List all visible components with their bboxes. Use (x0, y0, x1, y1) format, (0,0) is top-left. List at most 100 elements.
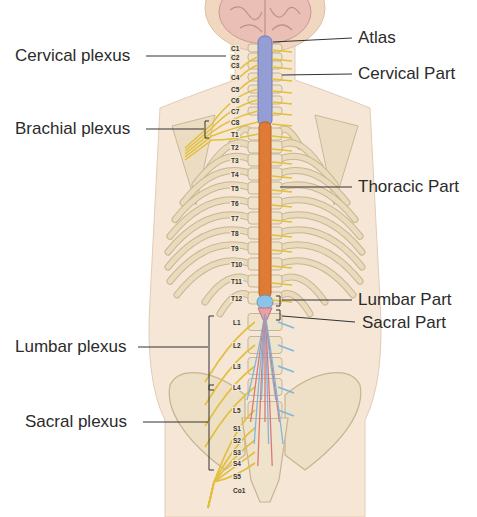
spinal-nerve (272, 91, 292, 93)
spinal-cord (257, 36, 273, 324)
segment-label: T8 (230, 230, 240, 237)
segment-label: T2 (230, 144, 240, 151)
segment-label: C3 (230, 62, 240, 69)
plexus-label: Lumbar plexus (15, 337, 127, 357)
segment-label: T11 (230, 278, 243, 285)
bracket (205, 121, 209, 138)
spinal-nerve (272, 136, 292, 138)
spinal-nerve (272, 205, 292, 207)
segment-label: S4 (232, 460, 242, 467)
part-label: Thoracic Part (358, 177, 459, 197)
spinal-nerve (272, 266, 292, 268)
spinal-nerve (272, 176, 292, 178)
spinal-nerve (272, 235, 292, 237)
cauda-equina-root (265, 314, 283, 444)
segment-label: T12 (230, 295, 243, 302)
segment-label: L3 (232, 363, 242, 370)
segment-label: Co1 (232, 487, 246, 494)
segment-label: T4 (230, 171, 240, 178)
plexus-label: Sacral plexus (25, 412, 127, 432)
rib (220, 294, 252, 314)
leader-line (282, 74, 352, 75)
bracket (276, 310, 280, 320)
segment-label: T7 (230, 215, 240, 222)
cervical-plexus-nerve (240, 65, 258, 77)
sacral-plexus-nerve (208, 452, 255, 508)
leader-line (282, 316, 355, 322)
spinal-nerve (272, 149, 292, 151)
leader-line (146, 56, 226, 57)
cord-thoracic (259, 122, 271, 298)
cervical-plexus-nerve (240, 77, 258, 89)
rib (278, 294, 310, 314)
lumbar-root (278, 410, 294, 416)
sacral-plexus-nerve (208, 410, 255, 508)
spinal-nerve (272, 220, 292, 222)
segment-label: S2 (232, 437, 242, 444)
segment-label: C5 (230, 86, 240, 93)
segment-label: T10 (230, 261, 243, 268)
segment-label: C1 (230, 45, 240, 52)
spinal-nerve (272, 59, 292, 61)
segment-label: S3 (232, 449, 242, 456)
cord-lumbar (257, 295, 273, 309)
sacral-plexus-nerve (208, 463, 255, 508)
part-label: Atlas (358, 28, 396, 48)
spinal-nerve (272, 102, 292, 104)
segment-label: T9 (230, 245, 240, 252)
spinal-nerve (272, 67, 292, 69)
bracket (209, 316, 214, 390)
bracket (276, 296, 280, 306)
leader-line (138, 347, 208, 348)
lumbar-root (278, 345, 294, 351)
segment-label: T5 (230, 185, 240, 192)
rib-outline (220, 294, 252, 314)
cervical-plexus-nerve (240, 57, 258, 69)
leader-lines (138, 38, 355, 470)
segment-label: S1 (232, 425, 242, 432)
segment-label: L5 (232, 407, 242, 414)
leader-line (146, 129, 204, 130)
segment-label: L4 (232, 384, 242, 391)
bracket (209, 385, 214, 470)
part-label: Cervical Part (358, 64, 455, 84)
segment-label: L2 (232, 342, 242, 349)
leader-line (273, 38, 352, 42)
segment-label: C7 (230, 108, 240, 115)
segment-label: T1 (230, 131, 240, 138)
spinal-nerve (272, 113, 292, 115)
spinal-nerve (272, 250, 292, 252)
segment-label: S5 (232, 473, 242, 480)
leader-line (143, 422, 208, 423)
spinal-nerve (272, 162, 292, 164)
plexus-label: Brachial plexus (15, 119, 130, 139)
lumbar-root (278, 387, 294, 393)
cord-cervical (258, 36, 272, 126)
spinal-nerve (272, 124, 292, 126)
segment-label: T6 (230, 200, 240, 207)
part-label: Lumbar Part (358, 290, 452, 310)
segment-label: C8 (230, 119, 240, 126)
body-background (149, 0, 381, 517)
spinal-nerve (272, 283, 292, 285)
lumbar-root (278, 366, 294, 372)
rib-outline (278, 294, 310, 314)
part-label: Sacral Part (362, 313, 446, 333)
spinal-nerve (272, 79, 292, 81)
segment-label: C2 (230, 54, 240, 61)
ilium-right (285, 373, 361, 470)
lumbar-root (278, 322, 294, 328)
plexus-label: Cervical plexus (15, 46, 130, 66)
brachial-plexus-nerve (185, 134, 258, 160)
segment-label: C6 (230, 97, 240, 104)
sacral-plexus-nerve (208, 428, 255, 508)
spinal-nerve (272, 190, 292, 192)
segment-label: C4 (230, 74, 240, 81)
cauda-equina-root (258, 314, 265, 466)
sacral-plexus-nerve (208, 440, 255, 508)
leader-line (280, 187, 352, 188)
spinal-nerve (272, 50, 292, 52)
segment-label: T3 (230, 157, 240, 164)
segment-label: L1 (232, 319, 242, 326)
